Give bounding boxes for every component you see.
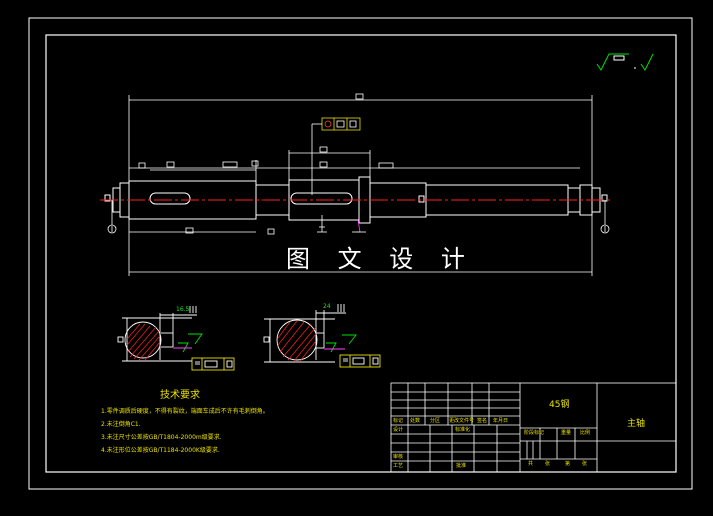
watermark-text: 图 文 设 计 (280, 247, 481, 271)
tech-requirement-item: 2.未注倒角C1. (101, 421, 141, 428)
row-label-count: 处数 (410, 418, 421, 424)
hatch-right (277, 320, 317, 362)
dim-label-left: 16.5 (176, 306, 190, 313)
overall-dimension (128, 93, 593, 185)
row-label-mark: 标记 (393, 418, 404, 424)
sheet-no-label: 第 (565, 461, 571, 467)
section-view-right (263, 304, 381, 368)
material-label: 45钢 (549, 400, 570, 410)
lower-dimensions (107, 200, 610, 276)
scale-label: 比例 (580, 430, 591, 436)
row-label-date: 年月日 (493, 418, 509, 424)
tech-requirement-item: 4.未注形位公差按GB/T1184-2000K级要求. (101, 447, 220, 454)
tech-requirement-item: 1.零件调质后硬度，不得有裂纹，端面车成后不许有毛刺倒角。 (101, 408, 269, 415)
roughness-symbol (596, 53, 654, 71)
row-label-zone: 分区 (430, 418, 441, 424)
sheet-unit-label-2: 张 (582, 461, 588, 467)
outer-border (28, 17, 693, 490)
section-view-left (117, 306, 235, 371)
row-label-sign: 签名 (477, 418, 488, 424)
row-label-change-doc: 更改文件号 (449, 418, 475, 424)
tech-requirements-title: 技术要求 (160, 390, 200, 401)
review-label: 审核 (393, 454, 404, 460)
sheet-total-label: 共 (528, 461, 534, 467)
standardize-label: 标准化 (455, 427, 471, 433)
approve-label: 批准 (456, 463, 467, 469)
sheet-unit-label-1: 张 (545, 461, 551, 467)
weight-label: 重量 (561, 430, 572, 436)
process-label: 工艺 (393, 463, 404, 469)
hatch-left (126, 323, 161, 361)
title-block (390, 382, 677, 473)
datum-markers (317, 215, 366, 233)
tech-requirement-item: 3.未注尺寸公差按GB/T1804-2000m级要求. (101, 434, 222, 441)
dim-label-right: 24 (323, 303, 331, 310)
stage-mark-label: 阶段标记 (524, 430, 545, 436)
inner-frame (45, 34, 677, 473)
upper-dimensions (129, 146, 580, 185)
design-label: 设计 (393, 427, 404, 433)
tolerance-frame (311, 117, 361, 195)
part-name-label: 主轴 (627, 419, 646, 429)
